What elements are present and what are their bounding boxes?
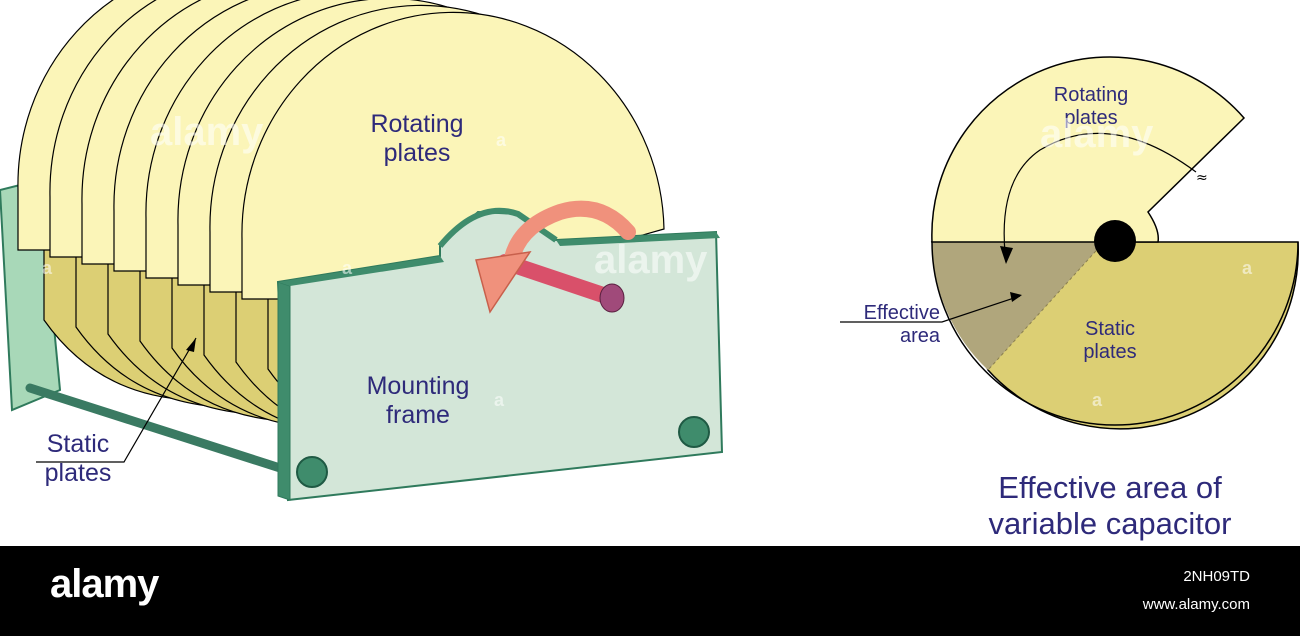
rotor-shaft — [497, 254, 620, 306]
capacitor-illustration: ≈ — [0, 0, 1299, 502]
watermark-mark-3: a — [342, 258, 353, 278]
rotating-plates-label-line1: Rotating — [370, 110, 464, 138]
static-plates-leader-head — [186, 338, 196, 352]
support-rod — [25, 383, 285, 473]
rotating-plate — [241, 11, 665, 300]
mounting-frame-label: Mounting frame — [346, 372, 490, 430]
rotating-plates-label-line2: plates — [383, 138, 451, 167]
effective-area-leader-head — [1010, 292, 1022, 302]
rotation-arrow — [504, 200, 636, 266]
watermark-mark-2: a — [42, 258, 53, 278]
static-plates-label-right-line1: Static — [1084, 318, 1136, 340]
caption-line1: Effective area of — [998, 470, 1222, 505]
rotor-axle — [1094, 220, 1136, 262]
mounting-hole-left — [296, 456, 328, 488]
effective-area-label: Effective area — [830, 302, 940, 348]
rotating-plates-label-right-line1: Rotating — [1053, 84, 1129, 106]
caption-line2: variable capacitor — [988, 505, 1232, 541]
site-url[interactable]: www.alamy.com — [1142, 596, 1250, 613]
mounting-frame-label-line1: Mounting — [366, 372, 470, 400]
front-frame-top-edge-right — [556, 232, 720, 246]
static-plates-label-left: Static plates — [28, 430, 128, 488]
front-frame-edge — [277, 281, 291, 501]
rotating-plates-label: Rotating plates — [352, 110, 482, 168]
rotation-arc-tail: ≈ — [1196, 170, 1208, 186]
rotation-arc-arrow-head — [1000, 246, 1013, 264]
shaft-end — [599, 283, 625, 313]
image-id: 2NH09TD — [1183, 568, 1250, 585]
frame-notch — [437, 207, 558, 248]
effective-area-label-line1: Effective — [863, 302, 940, 324]
mounting-frame-label-line2: frame — [386, 400, 450, 429]
front-frame-top-edge — [278, 256, 444, 286]
rotating-plates-label-right: Rotating plates — [1036, 84, 1146, 130]
alamy-logo[interactable]: alamy — [50, 562, 159, 606]
static-plates-leader — [36, 337, 197, 463]
footer-bar: alamy 2NH09TD www.alamy.com — [0, 546, 1300, 636]
watermark-mark-6: a — [1092, 390, 1103, 410]
static-plates-label-right-line2: plates — [1083, 341, 1137, 363]
static-plates-outline — [931, 241, 1299, 426]
diagram-canvas: ≈ Rotating plates Mounting frame Static … — [0, 0, 1299, 541]
mounting-hole-right — [678, 416, 710, 448]
effective-area-label-line2: area — [899, 325, 940, 347]
rotating-plates-sector — [931, 56, 1246, 243]
static-plates-label-left-line1: Static — [46, 430, 110, 458]
watermark-mark-5: a — [1242, 258, 1253, 278]
caption: Effective area of variable capacitor — [940, 470, 1280, 541]
watermark-mark-4: a — [494, 390, 505, 410]
effective-area-leader — [840, 295, 1021, 323]
rotation-arrow-head — [475, 251, 532, 314]
static-plates-label-left-line2: plates — [44, 458, 112, 487]
effective-area-sector — [932, 242, 1104, 370]
rotating-plates-label-right-line2: plates — [1064, 107, 1118, 129]
static-plates-label-right: Static plates — [1060, 318, 1160, 364]
watermark-mark-1: a — [496, 130, 507, 150]
rotation-arc-arrow — [1003, 132, 1197, 263]
effective-area-boundary — [987, 241, 1105, 371]
